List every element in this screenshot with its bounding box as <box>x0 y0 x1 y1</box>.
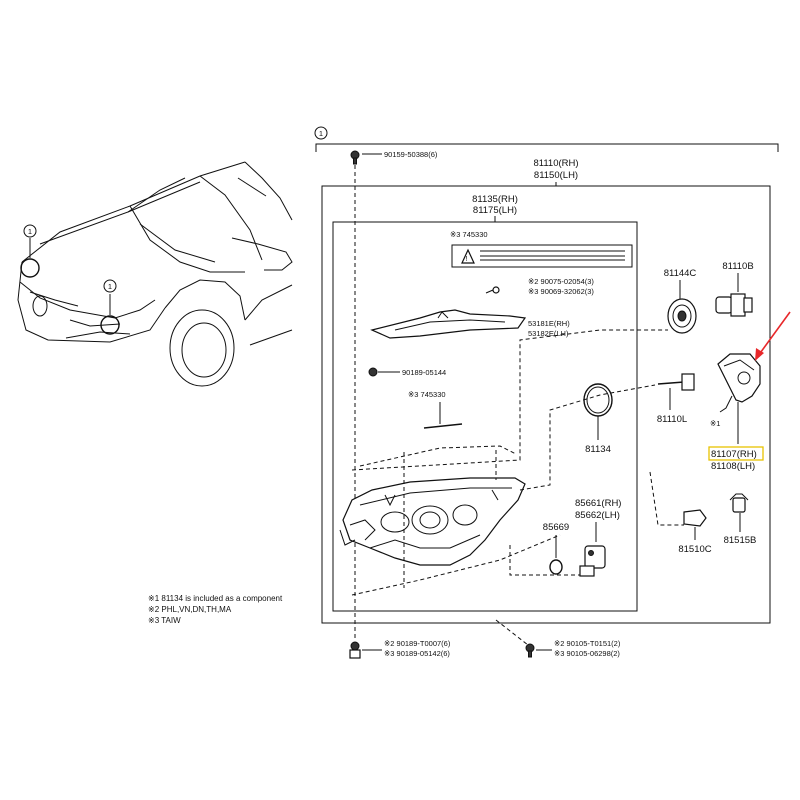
svg-text:※3 90069-32062(3): ※3 90069-32062(3) <box>528 287 594 296</box>
actuator-85661: 85661(RH) 85662(LH) <box>575 498 621 577</box>
car-front-illustration: 1 1 <box>17 161 293 387</box>
note-1: ※1 81134 is included as a component <box>148 594 283 603</box>
note-3: ※3 TAIW <box>148 616 181 625</box>
svg-text:※2 90075-02054(3): ※2 90075-02054(3) <box>528 277 594 286</box>
svg-text:※3 745330: ※3 745330 <box>408 390 446 399</box>
svg-text:※2 90105-T0151(2): ※2 90105-T0151(2) <box>554 639 621 648</box>
guide-lines-e <box>509 545 580 576</box>
bolt-90189-t0007: ※2 90189-T0007(6) ※3 90189-05142(6) <box>349 639 451 659</box>
guide-lines-f <box>649 471 684 526</box>
part-85669: 85669 <box>543 522 569 575</box>
guide-lines-a <box>359 445 517 588</box>
svg-text:81110B: 81110B <box>722 261 753 272</box>
svg-text:53181E(RH): 53181E(RH) <box>528 319 570 328</box>
bolt-90189-05144: 90189-05144 <box>368 367 446 377</box>
unit-box <box>332 221 638 612</box>
svg-text:81134: 81134 <box>585 444 611 455</box>
bulb-81510c: 81510C <box>678 509 712 555</box>
svg-text:!: ! <box>465 254 467 263</box>
main-bracket: 1 <box>314 126 779 152</box>
svg-text:85669: 85669 <box>543 522 569 533</box>
cap-81144c: 81144C <box>664 268 697 334</box>
headlamp-marker-left <box>20 258 40 278</box>
screw-90075: ※2 90075-02054(3) ※3 90069-32062(3) <box>485 277 594 296</box>
svg-text:81510C: 81510C <box>678 544 711 555</box>
label-81110rh: 81110(RH) <box>533 158 578 169</box>
label-90159-50388: 90159-50388(6) <box>384 150 438 159</box>
headlamp-marker-right <box>100 315 120 335</box>
svg-text:81110L: 81110L <box>657 414 687 425</box>
callout-1-right: 1 <box>108 282 112 291</box>
svg-text:81515B: 81515B <box>724 535 757 546</box>
highlight-81107 <box>708 446 764 461</box>
svg-text:※2 90189-T0007(6): ※2 90189-T0007(6) <box>384 639 451 648</box>
svg-text:81144C: 81144C <box>664 268 697 279</box>
label-81150lh: 81150(LH) <box>534 170 578 181</box>
svg-text:85661(RH): 85661(RH) <box>575 498 621 509</box>
label-745330-b: ※3 745330 <box>408 390 463 429</box>
svg-text:53182E(LH): 53182E(LH) <box>528 329 569 338</box>
svg-text:※3 90189-05142(6): ※3 90189-05142(6) <box>384 649 450 658</box>
svg-text:※3 90105-06298(2): ※3 90105-06298(2) <box>554 649 620 658</box>
svg-text:85662(LH): 85662(LH) <box>575 510 620 521</box>
callout-1-main: 1 <box>319 129 323 138</box>
screw-90105: ※2 90105-T0151(2) ※3 90105-06298(2) <box>495 619 621 658</box>
note-2: ※2 PHL,VN,DN,TH,MA <box>148 605 232 614</box>
guide-lines-b <box>351 534 561 596</box>
socket-81110l: 81110L <box>657 373 695 425</box>
label-81135rh: 81135(RH) <box>472 194 518 205</box>
gasket-81134: 81134 <box>583 383 613 455</box>
assembly-box <box>321 185 771 624</box>
socket-81515b: 81515B <box>724 493 757 546</box>
top-bolt: 90159-50388(6) <box>350 150 438 165</box>
warning-label-745330: ※3 745330 ! <box>450 230 633 268</box>
red-arrow <box>755 311 791 361</box>
cover-note: ※1 <box>710 419 720 428</box>
cover-81107: ※1 81107(RH) 81108(LH) <box>708 353 764 472</box>
svg-text:※3 745330: ※3 745330 <box>450 230 488 239</box>
label-81107rh: 81107(RH) <box>711 449 757 460</box>
guide-lines-d <box>519 384 656 491</box>
footnotes: ※1 81134 is included as a component ※2 P… <box>148 594 283 625</box>
label-81108lh: 81108(LH) <box>711 461 755 472</box>
svg-text:90189-05144: 90189-05144 <box>402 368 446 377</box>
reflector-53181e: 53181E(RH) 53182E(LH) <box>370 309 570 339</box>
bulb-81110b: 81110B <box>715 261 754 317</box>
headlamp-assembly <box>339 477 526 566</box>
label-81175lh: 81175(LH) <box>473 205 517 216</box>
callout-1-left: 1 <box>28 227 32 236</box>
guide-lines-c <box>351 329 668 471</box>
